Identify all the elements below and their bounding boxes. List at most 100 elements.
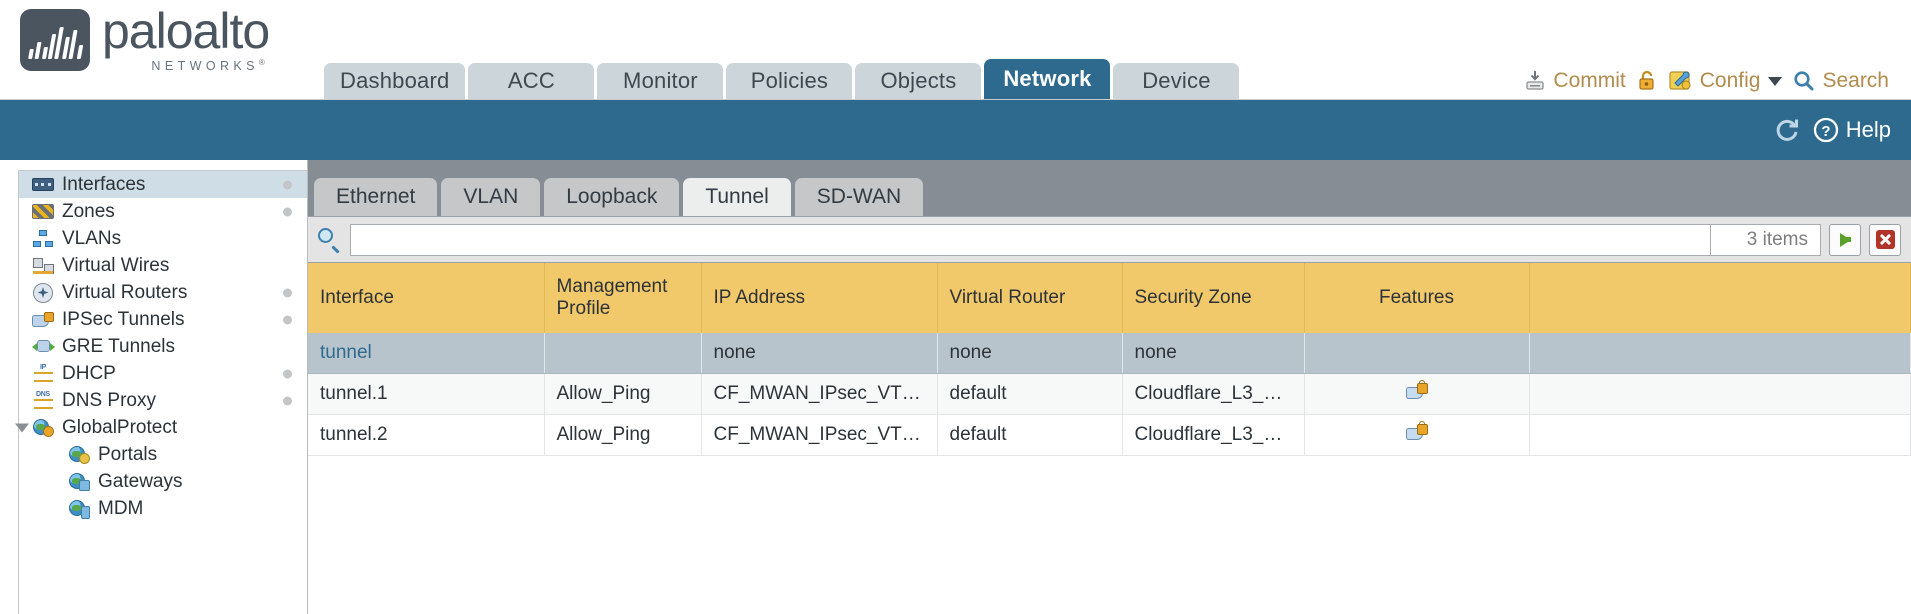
table-row[interactable]: tunnel none none none: [308, 333, 1911, 374]
close-icon: [1875, 230, 1895, 249]
config-menu[interactable]: Config: [1668, 69, 1783, 93]
commit-icon: [1526, 71, 1545, 90]
globalprotect-icon: [31, 418, 55, 438]
commit-label: Commit: [1553, 69, 1626, 92]
column-header-ip-address[interactable]: IP Address: [701, 263, 938, 333]
subtab-tunnel[interactable]: Tunnel: [683, 178, 791, 216]
gre-tunnels-icon: [31, 337, 55, 357]
config-icon: [1669, 71, 1691, 90]
cell-management-profile: [544, 333, 702, 374]
lock-button[interactable]: [1636, 69, 1658, 93]
column-header-virtual-router[interactable]: Virtual Router: [937, 263, 1123, 333]
tab-acc[interactable]: ACC: [468, 63, 595, 99]
column-header-management-profile[interactable]: Management Profile: [544, 263, 702, 333]
cell-ip-address: CF_MWAN_IPsec_VTI_02_...: [701, 414, 938, 456]
column-header-spacer: [1529, 263, 1911, 333]
tab-monitor[interactable]: Monitor: [597, 63, 724, 99]
help-icon: ?: [1813, 117, 1838, 143]
sidebar-item-label: GlobalProtect: [62, 416, 178, 438]
search-button[interactable]: Search: [1792, 69, 1889, 93]
dhcp-icon: IP: [31, 364, 55, 384]
table-header-row: Interface Management Profile IP Address …: [308, 263, 1911, 333]
sub-tab-bar: Ethernet VLAN Loopback Tunnel SD-WAN: [308, 160, 1911, 216]
tab-network[interactable]: Network: [984, 59, 1111, 99]
sidebar-item-zones[interactable]: Zones: [19, 198, 307, 225]
sidebar-item-interfaces[interactable]: Interfaces: [19, 171, 307, 198]
cell-features: [1304, 333, 1530, 374]
clear-filter-button[interactable]: [1869, 223, 1901, 256]
cell-interface[interactable]: tunnel: [308, 333, 545, 374]
table-row[interactable]: tunnel.1 Allow_Ping CF_MWAN_IPsec_VTI_01…: [308, 373, 1911, 415]
tab-policies[interactable]: Policies: [726, 63, 853, 99]
status-dot: [283, 396, 292, 405]
sidebar-item-label: Gateways: [98, 470, 183, 492]
sidebar-item-dns-proxy[interactable]: DNS DNS Proxy: [19, 387, 307, 414]
column-header-features[interactable]: Features: [1304, 263, 1530, 333]
cell-security-zone: none: [1122, 333, 1305, 374]
subtab-vlan[interactable]: VLAN: [441, 178, 541, 216]
subtab-loopback[interactable]: Loopback: [544, 178, 680, 216]
commit-button[interactable]: Commit: [1523, 69, 1626, 93]
lock-icon: [1405, 421, 1428, 440]
content-area: Ethernet VLAN Loopback Tunnel SD-WAN 3 i…: [308, 160, 1911, 614]
column-header-interface[interactable]: Interface: [308, 263, 545, 333]
app-header: paloalto NETWORKS® Dashboard ACC Monitor…: [0, 0, 1911, 100]
filter-input[interactable]: [350, 223, 1711, 256]
chevron-down-icon[interactable]: [15, 423, 29, 432]
sidebar-item-label: IPSec Tunnels: [62, 308, 185, 330]
lock-icon: [1639, 70, 1654, 90]
cell-virtual-router: none: [937, 333, 1123, 374]
portals-icon: [67, 445, 91, 465]
config-label: Config: [1699, 69, 1761, 92]
cell-interface[interactable]: tunnel.1: [308, 373, 545, 415]
sidebar-item-gre-tunnels[interactable]: GRE Tunnels: [19, 333, 307, 360]
sidebar-item-virtual-routers[interactable]: Virtual Routers: [19, 279, 307, 306]
sidebar-item-gateways[interactable]: Gateways: [19, 468, 307, 495]
status-dot: [283, 207, 292, 216]
cell-management-profile: Allow_Ping: [544, 414, 702, 456]
cell-ip-address: none: [701, 333, 938, 374]
sidebar-item-label: Portals: [98, 443, 158, 465]
cell-spacer: [1529, 333, 1911, 374]
body: Interfaces Zones VLANs Virtual Wires: [0, 160, 1911, 614]
sidebar-item-dhcp[interactable]: IP DHCP: [19, 360, 307, 387]
gateways-icon: [67, 472, 91, 492]
cell-security-zone: Cloudflare_L3_Zone: [1122, 373, 1305, 415]
virtual-routers-icon: [31, 282, 55, 303]
status-dot: [283, 315, 292, 324]
help-label: Help: [1845, 117, 1891, 142]
tab-objects[interactable]: Objects: [855, 63, 982, 99]
status-dot: [283, 288, 292, 297]
apply-filter-button[interactable]: [1829, 223, 1861, 256]
sidebar-item-ipsec-tunnels[interactable]: IPSec Tunnels: [19, 306, 307, 333]
column-header-security-zone[interactable]: Security Zone: [1122, 263, 1305, 333]
dns-proxy-icon: DNS: [31, 391, 55, 411]
cell-interface[interactable]: tunnel.2: [308, 414, 545, 456]
sidebar-item-vlans[interactable]: VLANs: [19, 225, 307, 252]
sidebar-item-virtual-wires[interactable]: Virtual Wires: [19, 252, 307, 279]
subtab-ethernet[interactable]: Ethernet: [314, 178, 438, 216]
cell-features: [1304, 373, 1530, 415]
refresh-icon[interactable]: [1773, 117, 1801, 143]
sidebar-item-label: DHCP: [62, 362, 116, 384]
tab-dashboard[interactable]: Dashboard: [324, 63, 466, 99]
tunnel-panel: 3 items Interface Management Profile: [308, 216, 1911, 614]
sidebar-item-portals[interactable]: Portals: [19, 441, 307, 468]
help-button[interactable]: ? Help: [1813, 117, 1891, 143]
sidebar-item-globalprotect[interactable]: GlobalProtect: [15, 414, 307, 441]
sidebar-item-label: MDM: [98, 497, 144, 519]
sidebar-item-label: DNS Proxy: [62, 389, 156, 411]
items-count-label: 3 items: [1711, 223, 1821, 256]
sidebar-item-mdm[interactable]: MDM: [19, 495, 307, 522]
filter-bar: 3 items: [308, 217, 1911, 263]
sidebar-item-label: GRE Tunnels: [62, 335, 175, 357]
subtab-sdwan[interactable]: SD-WAN: [794, 178, 924, 216]
sidebar-item-label: Interfaces: [62, 173, 146, 195]
search-icon: [316, 227, 342, 254]
arrow-right-icon: [1839, 232, 1851, 247]
brand-name: paloalto: [102, 3, 270, 59]
sidebar-frame: [18, 170, 307, 614]
table-row[interactable]: tunnel.2 Allow_Ping CF_MWAN_IPsec_VTI_02…: [308, 414, 1911, 456]
tab-device[interactable]: Device: [1113, 63, 1240, 99]
status-dot: [283, 180, 292, 189]
